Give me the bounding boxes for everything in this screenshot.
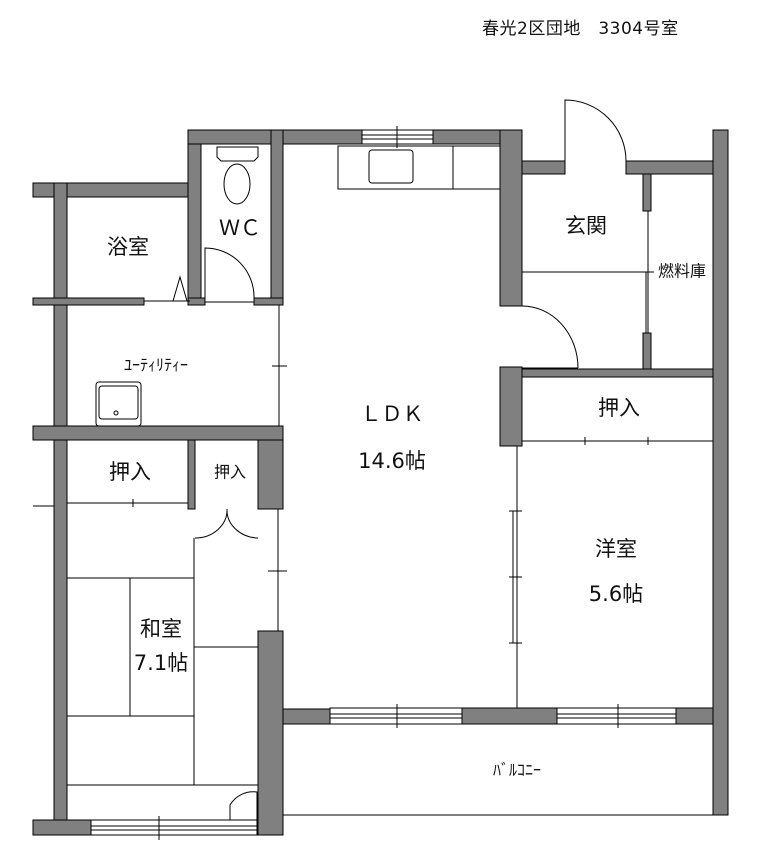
label-western-room: 洋室 [595, 537, 637, 561]
walls [32, 129, 729, 836]
label-western-size: 5.6帖 [589, 582, 643, 606]
toilet-tank [216, 146, 259, 162]
label-closet-small: 押入 [214, 463, 246, 482]
label-closet-right: 押入 [598, 396, 640, 420]
kitchen-sink [368, 149, 414, 184]
label-japanese-size: 7.1帖 [134, 651, 188, 675]
entrance-door [564, 99, 627, 162]
label-entrance: 玄関 [565, 214, 607, 238]
label-bath: 浴室 [107, 235, 149, 259]
ldk-door [521, 305, 579, 369]
fixtures-lines [33, 99, 713, 835]
plan-title: 春光2区団地 3304号室 [482, 19, 679, 39]
label-ldk-size: 14.6帖 [358, 449, 426, 473]
label-ldk: ＬＤＫ [361, 402, 424, 426]
label-balcony: ﾊﾞﾙｺﾆｰ [493, 761, 541, 780]
kitchen-counter [337, 145, 501, 190]
room-labels: 浴室 ＷＣ ﾕｰﾃｨﾘﾃｨｰ ＬＤＫ 14.6帖 玄関 燃料庫 押入 洋室 5.… [107, 214, 706, 780]
toilet-bowl [223, 163, 251, 205]
label-fuel-storage: 燃料庫 [658, 262, 706, 281]
label-closet-left: 押入 [109, 460, 151, 484]
label-utility: ﾕｰﾃｨﾘﾃｨｰ [124, 356, 188, 375]
washbasin [95, 381, 142, 427]
windows [90, 126, 677, 840]
label-japanese-room: 和室 [140, 617, 182, 641]
closet-double-door [194, 508, 259, 539]
label-wc: ＷＣ [219, 216, 261, 240]
wc-door [204, 247, 255, 299]
